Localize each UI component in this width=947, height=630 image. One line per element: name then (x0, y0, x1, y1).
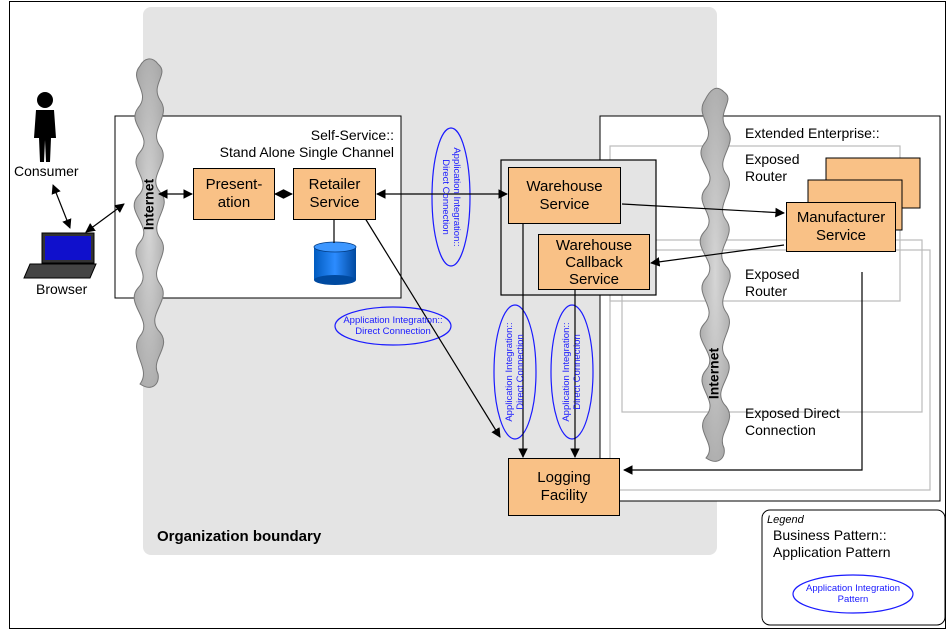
pattern-top-text: Application Integration:: Direct Connect… (440, 142, 462, 252)
pattern-top-line-1: Application Integration:: (451, 147, 462, 247)
legend-pattern-ellipse (792, 574, 914, 614)
arrow-retailer-logging (359, 209, 501, 438)
exposed-direct-line-1: Exposed Direct (745, 405, 840, 421)
warehouse-line-2: Service (539, 195, 590, 213)
legend-app-integration: Application Integration Pattern (793, 583, 913, 605)
pattern-left-line-1: Application Integration:: (343, 315, 443, 326)
legend-business-line-2: Application Pattern (773, 544, 891, 560)
internet-right-label: Internet (705, 347, 722, 400)
manufacturer-line-2: Service (815, 227, 867, 244)
pattern-mid1-text: Application Integration:: Direct Connect… (504, 317, 526, 427)
consumer-label: Consumer (14, 163, 79, 179)
pattern-mid1-line-2: Direct Connection (515, 334, 526, 410)
consumer-person-icon (34, 92, 56, 162)
arrow-manufacturer-callback (650, 244, 785, 267)
arrow-consumer-browser (51, 184, 72, 229)
self-service-line-1: Self-Service:: (310, 127, 394, 143)
exposed-direct-line-2: Connection (745, 422, 816, 438)
exposed-router-label-1: Exposed Router (745, 151, 799, 185)
arrow-warehouse-manufacturer (621, 203, 785, 218)
pattern-ellipse-mid-1 (493, 304, 537, 440)
legend-app-line-2: Pattern (837, 594, 869, 605)
self-service-line-2: Stand Alone Single Channel (219, 144, 394, 160)
arrow-manufacturer-logging (623, 272, 863, 475)
legend-business-pattern: Business Pattern:: Application Pattern (773, 527, 891, 561)
legend-box (761, 509, 946, 626)
pattern-top-line-2: Direct Connection (440, 159, 451, 235)
presentation-line-1: Present- (205, 176, 263, 193)
exposed-router-label-2: Exposed Router (745, 266, 799, 300)
exposed-direct-label: Exposed Direct Connection (745, 405, 840, 439)
retailer-line-1: Retailer (308, 176, 361, 193)
internet-left-label: Internet (140, 178, 157, 231)
pattern-ellipse-left (334, 306, 452, 346)
logging-line-1: Logging (537, 469, 591, 486)
browser-laptop-icon (23, 232, 97, 279)
extended-enterprise-label: Extended Enterprise:: (745, 125, 880, 141)
legend-business-line-1: Business Pattern:: (773, 527, 887, 543)
organization-boundary-label: Organization boundary (157, 528, 322, 545)
pattern-mid1-line-1: Application Integration:: (504, 322, 515, 422)
exposed-router-1-line-1: Exposed (745, 151, 800, 167)
presentation-line-2: ation (217, 194, 251, 211)
exposed-router-1-line-2: Router (745, 168, 788, 184)
pattern-ellipse-mid-2 (550, 304, 594, 440)
presentation-box: Present-ation (193, 168, 275, 220)
logging-line-2: Facility (540, 487, 588, 504)
pattern-mid2-line-1: Application Integration:: (561, 322, 572, 422)
manufacturer-line-1: Manufacturer (796, 209, 886, 226)
exposed-direct-outline (609, 249, 931, 491)
exposed-router-2-line-2: Router (745, 283, 788, 299)
callback-line-3: Service (568, 270, 620, 288)
pattern-mid2-line-2: Direct Connection (572, 334, 583, 410)
outer-frame (9, 1, 946, 629)
pattern-left-line-2: Direct Connection (355, 326, 431, 337)
legend-app-line-1: Application Integration (805, 583, 900, 594)
legend-title: Legend (767, 514, 804, 526)
internet-right-cloud (699, 87, 731, 462)
warehouse-line-1: Warehouse (526, 177, 603, 195)
callback-line-2: Callback (565, 253, 623, 271)
callback-line-1: Warehouse (555, 236, 633, 254)
pattern-mid2-text: Application Integration:: Direct Connect… (561, 317, 583, 427)
pattern-left-text: Application Integration:: Direct Connect… (338, 315, 448, 337)
internet-left-cloud (133, 58, 165, 388)
database-icon (313, 241, 357, 285)
arrow-browser-internet (85, 203, 125, 233)
self-service-label: Self-Service:: Stand Alone Single Channe… (180, 127, 394, 161)
browser-label: Browser (36, 281, 88, 297)
exposed-router-2-line-1: Exposed (745, 266, 800, 282)
exposed-router-outline-2 (621, 239, 923, 413)
retailer-line-2: Service (309, 194, 360, 211)
